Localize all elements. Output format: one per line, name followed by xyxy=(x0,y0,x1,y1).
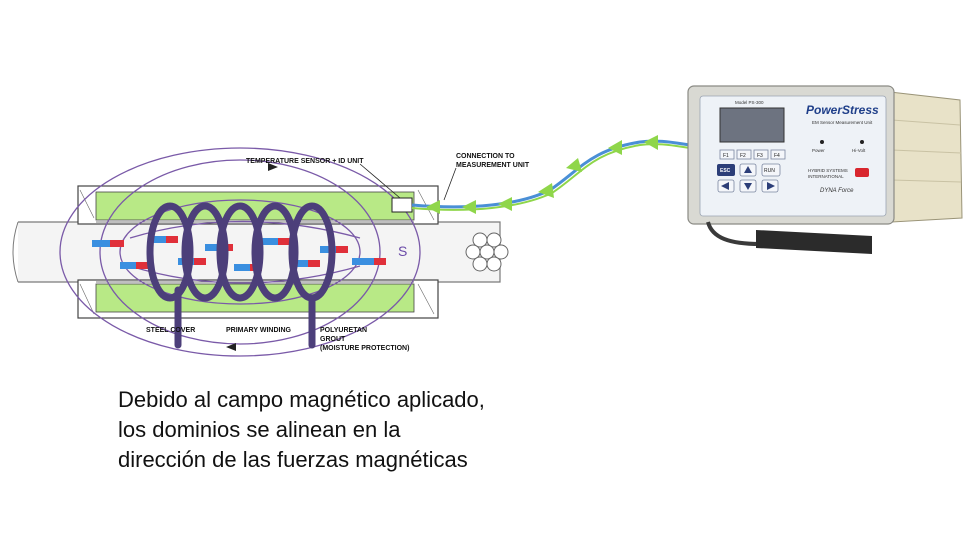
footer-line1: HYBRID SYSTEMS xyxy=(808,168,848,173)
left-arrow-icon xyxy=(721,182,729,190)
svg-text:F4: F4 xyxy=(774,153,780,159)
device-brand: PowerStress xyxy=(806,103,879,117)
caption-line-1: Debido al campo magnético aplicado, xyxy=(118,387,485,412)
run-key[interactable] xyxy=(761,163,781,177)
label-primary-winding: PRIMARY WINDING xyxy=(226,327,292,334)
function-keys: F1 F2 F3 F4 xyxy=(719,149,786,160)
dyna-force-label: DYNA Force xyxy=(820,188,854,194)
svg-text:F3: F3 xyxy=(757,153,763,159)
cable-arrows xyxy=(426,135,658,214)
s-marker: S xyxy=(398,243,407,259)
power-led xyxy=(820,140,824,144)
field-arrow-bottom xyxy=(226,343,236,351)
model-label: Model PS-300 xyxy=(735,100,764,105)
label-steel-cover: STEEL COVER xyxy=(146,327,195,334)
label-temperature-sensor: TEMPERATURE SENSOR + ID UNIT xyxy=(246,158,364,165)
down-arrow-icon xyxy=(744,183,752,190)
label-polyuretan: POLYURETAN xyxy=(320,327,367,334)
right-arrow-icon xyxy=(767,182,775,190)
field-arrow-top xyxy=(268,163,278,171)
svg-text:F2: F2 xyxy=(740,153,746,159)
device-screen xyxy=(719,107,785,143)
svg-text:RUN: RUN xyxy=(764,168,775,174)
label-connection-1: CONNECTION TO xyxy=(456,153,515,160)
magnetic-field-lines xyxy=(59,147,421,357)
carry-handle xyxy=(756,230,872,254)
hivolt-label: Hi-Volt xyxy=(852,148,866,153)
up-arrow-icon xyxy=(744,166,752,173)
caption-line-2: los dominios se alinean en la xyxy=(118,417,401,442)
footer-line2: INTERNATIONAL xyxy=(808,174,844,179)
connection-cable xyxy=(411,135,699,214)
caption: Debido al campo magnético aplicado, los … xyxy=(118,385,638,475)
esc-key[interactable] xyxy=(717,164,735,176)
svg-text:F1: F1 xyxy=(723,153,729,159)
temperature-sensor-unit xyxy=(391,197,413,213)
label-moisture: (MOISTURE PROTECTION) xyxy=(320,345,409,352)
strand-cross-section xyxy=(465,232,509,272)
f4-key[interactable] xyxy=(770,149,786,160)
power-label: Power xyxy=(812,148,825,153)
f2-key[interactable] xyxy=(736,149,752,160)
svg-text:ESC: ESC xyxy=(720,168,731,174)
label-connection-2: MEASUREMENT UNIT xyxy=(456,162,530,169)
caption-line-3: dirección de las fuerzas magnéticas xyxy=(118,447,468,472)
device-subtitle: EM Sensor Measurement Unit xyxy=(812,120,873,125)
hivolt-led xyxy=(860,140,864,144)
brand-logo-icon xyxy=(855,168,869,177)
f3-key[interactable] xyxy=(753,149,769,160)
measurement-unit: Model PS-300 PowerStress EM Sensor Measu… xyxy=(687,85,963,254)
primary-winding-coil xyxy=(146,202,336,349)
f1-key[interactable] xyxy=(719,149,735,160)
label-grout: GROUT xyxy=(320,336,346,343)
